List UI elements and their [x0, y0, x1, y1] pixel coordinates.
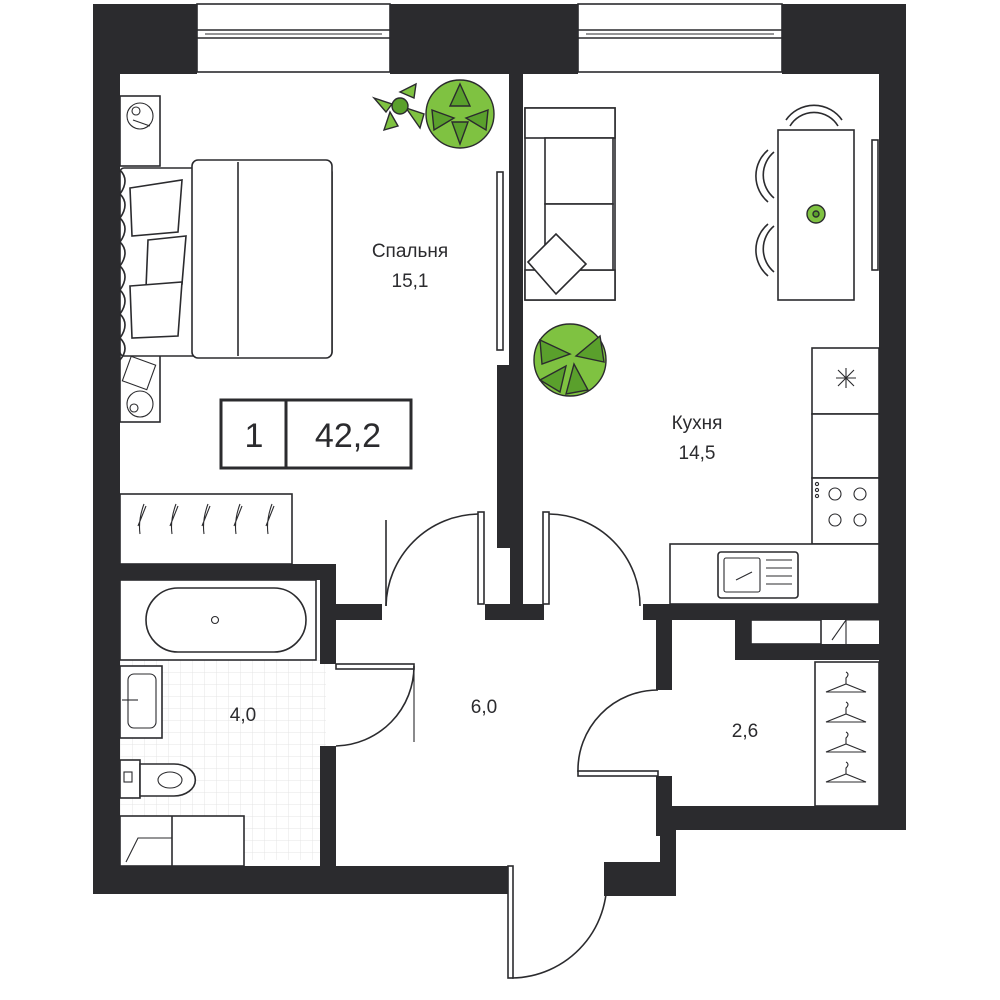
- badge-total-area: 42,2: [315, 417, 381, 455]
- plant-bedroom: [371, 79, 495, 149]
- bathroom-area: 4,0: [230, 705, 256, 726]
- bedroom-name: Спальня: [372, 241, 448, 262]
- kitchen-wall-panel: [871, 139, 879, 271]
- storage-wardrobe: [814, 661, 880, 807]
- bedroom-wall-panel: [496, 171, 504, 351]
- utility-box: [750, 619, 879, 645]
- kitchen-counter: [669, 347, 880, 605]
- toilet: [119, 759, 197, 799]
- bedroom-window: [196, 3, 391, 73]
- bedroom-area: 15,1: [392, 271, 429, 292]
- kitchen-window: [577, 3, 783, 73]
- plant-kitchen: [533, 323, 607, 397]
- washbasin: [119, 665, 163, 739]
- double-bed: [118, 159, 333, 361]
- wardrobe-bedroom: [119, 493, 293, 565]
- bathroom-cabinet: [119, 815, 245, 867]
- apartment-badge: 1 42,2: [219, 398, 413, 470]
- door-kitchen: [542, 511, 641, 607]
- door-storage: [577, 689, 659, 777]
- dining-table: [755, 104, 855, 301]
- door-bedroom: [385, 511, 485, 607]
- door-bathroom: [335, 663, 415, 747]
- door-entrance: [507, 865, 608, 979]
- nightstand-bottom: [119, 351, 161, 423]
- storage-area: 2,6: [732, 721, 758, 742]
- bathtub: [119, 579, 317, 661]
- walls: [93, 4, 906, 896]
- kitchen-name: Кухня: [672, 413, 723, 434]
- badge-rooms: 1: [245, 417, 264, 455]
- hall-area: 6,0: [471, 697, 497, 718]
- sofa: [524, 107, 616, 301]
- kitchen-area: 14,5: [679, 443, 716, 464]
- nightstand-top: [119, 95, 161, 167]
